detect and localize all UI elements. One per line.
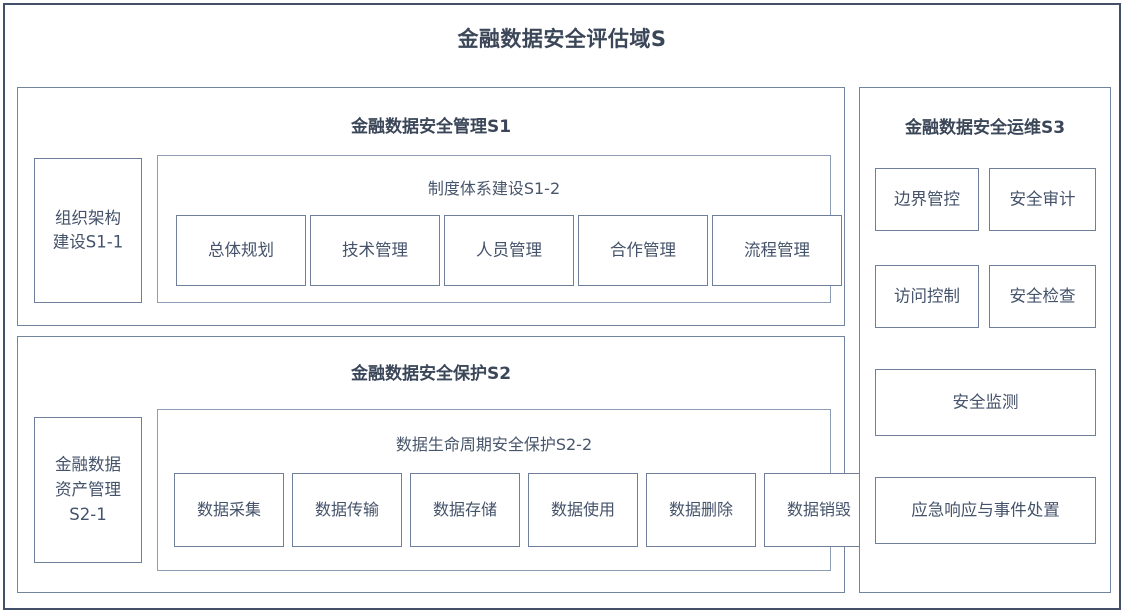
box-label: 数据销毁 <box>786 500 851 519</box>
box-technology-management[interactable]: 技术管理 <box>310 215 440 286</box>
box-emergency-response[interactable]: 应急响应与事件处置 <box>875 477 1096 544</box>
subgroup-s1-2-institutional-system: 制度体系建设S1-2 总体规划 技术管理 人员管理 合作管理 流程管理 <box>157 155 842 303</box>
box-label: 边界管控 <box>894 189 960 209</box>
box-data-collection[interactable]: 数据采集 <box>174 473 284 547</box>
box-label: 访问控制 <box>894 286 960 306</box>
box-process-management[interactable]: 流程管理 <box>712 215 842 286</box>
domain-title-s1: 金融数据安全管理S1 <box>350 117 512 137</box>
domain-panel-s2: 金融数据安全保护S2 金融数据 资产管理 S2-1 数据生命周期安全保护S2-2… <box>17 336 874 593</box>
subgroup-s2-2-data-lifecycle: 数据生命周期安全保护S2-2 数据采集 数据传输 数据存储 数据使用 数据删除 <box>157 409 874 571</box>
box-security-monitoring[interactable]: 安全监测 <box>875 369 1096 436</box>
box-boundary-control[interactable]: 边界管控 <box>875 168 979 231</box>
box-label: 组织架构 建设S1-1 <box>52 207 124 252</box>
box-data-storage[interactable]: 数据存储 <box>410 473 520 547</box>
box-overall-planning[interactable]: 总体规划 <box>176 215 306 286</box>
box-data-destruction[interactable]: 数据销毁 <box>764 473 874 547</box>
box-data-deletion[interactable]: 数据删除 <box>646 473 756 547</box>
domain-title-s2: 金融数据安全保护S2 <box>350 364 512 384</box>
box-label: 合作管理 <box>610 240 676 260</box>
box-s2-1-asset-management[interactable]: 金融数据 资产管理 S2-1 <box>34 417 142 563</box>
domain-title-s3: 金融数据安全运维S3 <box>904 118 1066 138</box>
box-cooperation-management[interactable]: 合作管理 <box>578 215 708 286</box>
box-data-transmission[interactable]: 数据传输 <box>292 473 402 547</box>
diagram-title: 金融数据安全评估域S <box>457 27 667 51</box>
box-access-control[interactable]: 访问控制 <box>875 265 979 328</box>
box-personnel-management[interactable]: 人员管理 <box>444 215 574 286</box>
domain-panel-s3: 金融数据安全运维S3 边界管控 安全审计 访问控制 安全检查 安全监测 应急响应… <box>859 87 1111 593</box>
subgroup-title-s1-2: 制度体系建设S1-2 <box>427 179 561 198</box>
box-label: 应急响应与事件处置 <box>911 500 1060 520</box>
box-label: 流程管理 <box>744 240 810 260</box>
box-s1-1-organization-structure[interactable]: 组织架构 建设S1-1 <box>34 158 142 303</box>
box-label: 数据存储 <box>432 500 497 519</box>
box-label: 数据采集 <box>196 500 261 519</box>
box-label: 数据删除 <box>668 500 733 519</box>
box-label: 总体规划 <box>208 240 274 260</box>
box-label: 数据使用 <box>550 500 615 519</box>
box-label: 安全审计 <box>1009 189 1076 209</box>
box-security-inspection[interactable]: 安全检查 <box>989 265 1096 328</box>
box-label: 数据传输 <box>314 500 379 519</box>
domain-panel-s1: 金融数据安全管理S1 组织架构 建设S1-1 制度体系建设S1-2 总体规划 技… <box>17 87 845 326</box>
assessment-domain-frame: 金融数据安全评估域S 金融数据安全管理S1 组织架构 建设S1-1 制度体系建设… <box>3 3 1121 610</box>
box-label: 安全检查 <box>1009 286 1076 306</box>
box-label: 人员管理 <box>476 240 542 260</box>
box-label: 安全监测 <box>952 392 1019 412</box>
box-data-usage[interactable]: 数据使用 <box>528 473 638 547</box>
box-security-audit[interactable]: 安全审计 <box>989 168 1096 231</box>
box-label: 金融数据 资产管理 S2-1 <box>55 454 121 524</box>
subgroup-title-s2-2: 数据生命周期安全保护S2-2 <box>395 435 593 454</box>
box-label: 技术管理 <box>342 240 408 260</box>
